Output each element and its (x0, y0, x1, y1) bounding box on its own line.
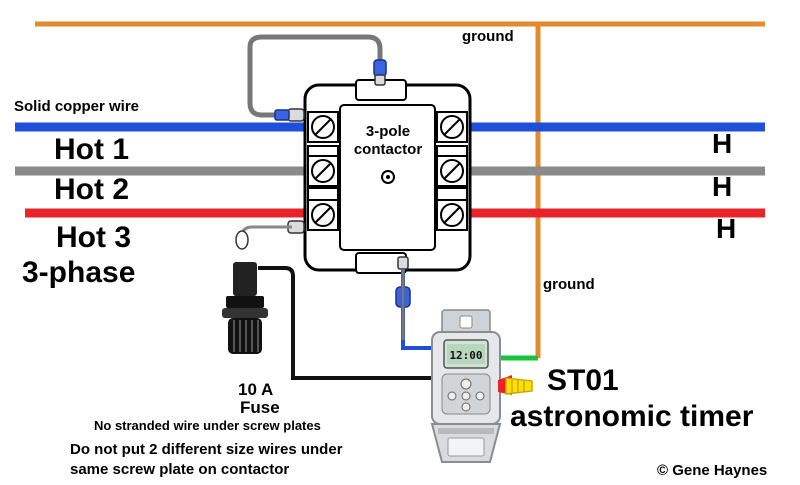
ground-label-top: ground (462, 28, 514, 45)
wire-nut (498, 375, 533, 395)
h2-label: H (712, 171, 733, 202)
copyright-label: © Gene Haynes (657, 462, 768, 479)
h3-label: H (716, 213, 737, 244)
hot2-label: Hot 2 (54, 173, 129, 206)
hot1-label: Hot 1 (54, 133, 129, 166)
contactor-label-line2: contactor (353, 141, 423, 158)
left-terminals (307, 111, 339, 231)
jumper-wire (247, 34, 383, 118)
spade-connector-jumper-left (274, 108, 305, 122)
fuse-output-wire (258, 266, 432, 380)
fuse-label-line1: 10 A (238, 380, 274, 399)
fuse-tap-wire (240, 225, 292, 248)
fuse-label-line2: Fuse (240, 398, 280, 417)
note-wire-size-line2: same screw plate on contactor (70, 461, 290, 478)
timer-display: 12:00 (449, 349, 482, 362)
spade-connector-jumper-top (373, 59, 387, 86)
hot3-label: Hot 3 (56, 221, 131, 254)
solid-copper-wire-label: Solid copper wire (14, 98, 140, 115)
fuse-holder (222, 262, 268, 354)
st01-timer: 12:00 (430, 309, 502, 463)
contactor-label-line1: 3-pole (365, 123, 411, 140)
h1-label: H (712, 128, 733, 159)
coil-wire (401, 270, 432, 350)
timer-description-label: astronomic timer (510, 400, 754, 433)
contactor (303, 79, 472, 274)
three-phase-label: 3-phase (22, 256, 136, 289)
ground-label-mid: ground (543, 276, 595, 293)
right-terminals (436, 111, 468, 231)
timer-model-label: ST01 (547, 364, 619, 397)
note-stranded-wire: No stranded wire under screw plates (94, 418, 321, 433)
note-wire-size-line1: Do not put 2 different size wires under (70, 441, 343, 458)
